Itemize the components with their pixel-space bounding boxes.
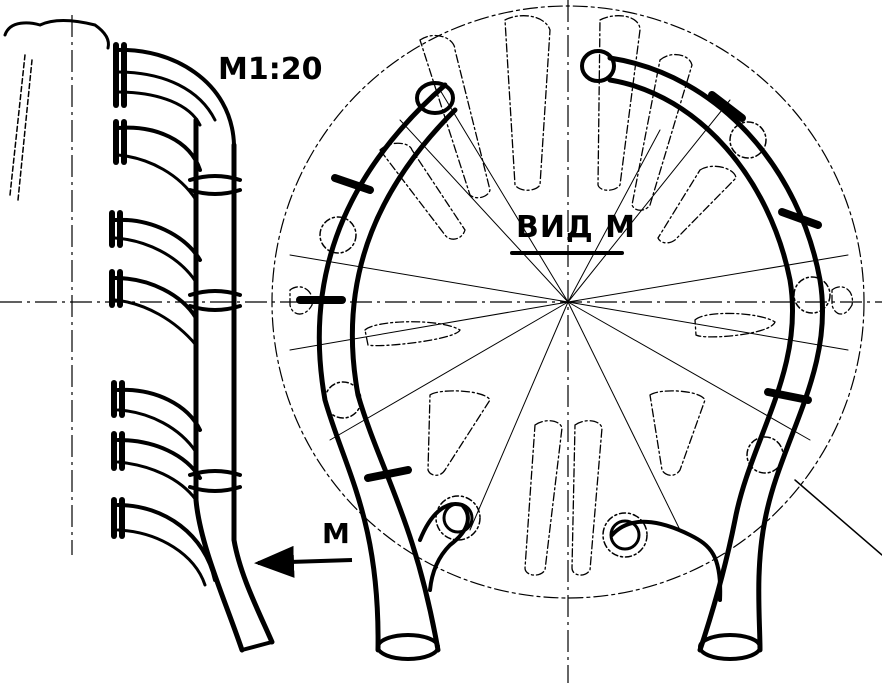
main-pipe-bottom-edge bbox=[240, 640, 274, 652]
port-circles bbox=[319, 121, 831, 558]
scale-label: M1:20 bbox=[218, 52, 323, 87]
branch-pipe bbox=[116, 438, 202, 480]
branch-pipe bbox=[116, 503, 217, 582]
left-manifold-inner bbox=[349, 107, 458, 653]
branch-pipe bbox=[113, 217, 202, 262]
branch-pipe bbox=[116, 460, 198, 502]
manifold-clamps bbox=[296, 91, 822, 482]
view-direction-arrow bbox=[254, 545, 353, 578]
branch-pipe bbox=[116, 153, 198, 202]
right-manifold-outer bbox=[607, 55, 826, 653]
branch-pipe bbox=[113, 236, 198, 284]
cylinder-slots bbox=[289, 15, 854, 576]
left-lower-port bbox=[442, 502, 474, 534]
main-pipe-right-edge bbox=[231, 142, 275, 645]
sketch-stroke bbox=[17, 59, 33, 201]
left-manifold-top-port bbox=[415, 81, 455, 115]
right-lower-branch bbox=[610, 519, 723, 602]
sketch-stroke bbox=[9, 54, 26, 196]
branch-pipe bbox=[113, 298, 198, 347]
right-lower-port bbox=[609, 519, 641, 551]
pipe-clamp bbox=[188, 289, 242, 312]
branch-pipe bbox=[116, 408, 198, 454]
left-manifold-outer bbox=[316, 82, 448, 653]
pipe-flanges bbox=[109, 42, 127, 539]
branch-pipe bbox=[116, 90, 202, 127]
view-m-label: ВИД М bbox=[516, 210, 636, 245]
pipe-clamp bbox=[188, 469, 242, 493]
view-arrow-label: M bbox=[322, 517, 350, 550]
branch-pipe bbox=[113, 276, 198, 320]
outer-circle bbox=[271, 5, 865, 599]
right-manifold-outlet bbox=[698, 633, 762, 661]
left-manifold-outlet bbox=[376, 633, 440, 661]
branch-pipe bbox=[116, 70, 217, 122]
side-view bbox=[3, 19, 275, 653]
branch-pipe bbox=[116, 125, 202, 172]
leader-line bbox=[794, 479, 882, 556]
view-m bbox=[271, 5, 882, 661]
right-manifold-inner bbox=[607, 77, 796, 653]
right-manifold-top-port bbox=[580, 49, 616, 83]
branch-pipe bbox=[116, 47, 236, 147]
top-outline-sketch bbox=[3, 19, 110, 50]
pipe-clamp bbox=[188, 174, 242, 196]
branch-pipe bbox=[116, 528, 207, 587]
branch-pipe bbox=[116, 387, 202, 432]
